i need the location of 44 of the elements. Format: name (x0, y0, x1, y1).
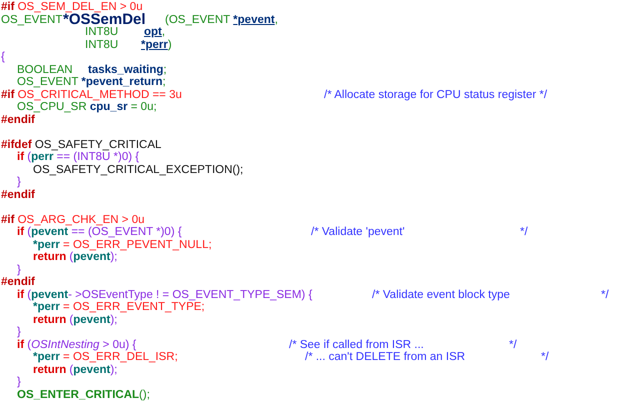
code-comment: */ (520, 226, 528, 239)
code-line: opt, (144, 26, 166, 39)
code-line: (OS_EVENT *pevent, (165, 14, 278, 26)
code-line: *perr = OS_ERR_EVENT_TYPE; (33, 301, 205, 314)
code-line: return (pevent); (33, 314, 118, 326)
code-line: *perr = OS_ERR_PEVENT_NULL; (33, 238, 212, 252)
code-line: INT8U (85, 38, 118, 52)
code-comment: /* See if called from ISR ... (289, 338, 424, 352)
code-line: #if OS_SEM_DEL_EN > 0u (1, 1, 143, 13)
code-line: #endif (1, 114, 35, 126)
code-line: } (17, 376, 21, 389)
code-line: BOOLEAN (17, 64, 73, 76)
code-line: OS_SAFETY_CRITICAL_EXCEPTION(); (33, 164, 244, 176)
code-comment: */ (541, 351, 549, 364)
code-line: tasks_waiting; (88, 64, 167, 76)
code-comment: */ (601, 288, 609, 302)
code-comment: /* Validate 'pevent' (311, 226, 405, 239)
code-line: #endif (1, 188, 35, 202)
code-line: { (1, 51, 5, 64)
code-line: } (17, 176, 21, 189)
code-line: OS_CPU_SR cpu_sr = 0u; (17, 101, 157, 114)
code-line: OS_EVENT (1, 14, 62, 26)
code-line: if (pevent == (OS_EVENT *)0) { (17, 226, 182, 239)
code-line: OS_EVENT *pevent_return; (17, 76, 166, 89)
code-line: } (17, 326, 21, 339)
code-line: return (pevent); (33, 364, 118, 376)
code-line: if (perr == (INT8U *)0) { (17, 151, 140, 164)
code-line: *perr) (141, 38, 172, 52)
code-line: #ifdef OS_SAFETY_CRITICAL (1, 138, 162, 152)
code-line: if (pevent- >OSEventType ! = OS_EVENT_TYPE_SEM) { (17, 288, 312, 302)
code-comment: /* ... can't DELETE from an ISR (305, 351, 466, 364)
code-comment: /* Validate event block type (372, 288, 510, 302)
code-line: #if OS_ARG_CHK_EN > 0u (1, 214, 144, 226)
code-line: INT8U (85, 26, 118, 39)
code-line: #endif (1, 276, 35, 289)
code-line: OS_ENTER_CRITICAL(); (17, 388, 150, 401)
code-line: *perr = OS_ERR_DEL_ISR; (33, 351, 178, 364)
code-line: if (OSIntNesting > 0u) { (17, 338, 136, 352)
code-comment: /* Allocate storage for CPU status register */ (324, 88, 548, 102)
code-line: *OSSemDel (63, 12, 146, 26)
code-line: #if OS_CRITICAL_METHOD == 3u (1, 88, 182, 102)
code-line: return (pevent); (33, 251, 118, 264)
code-comment: */ (509, 338, 517, 352)
code-line: } (17, 264, 21, 276)
